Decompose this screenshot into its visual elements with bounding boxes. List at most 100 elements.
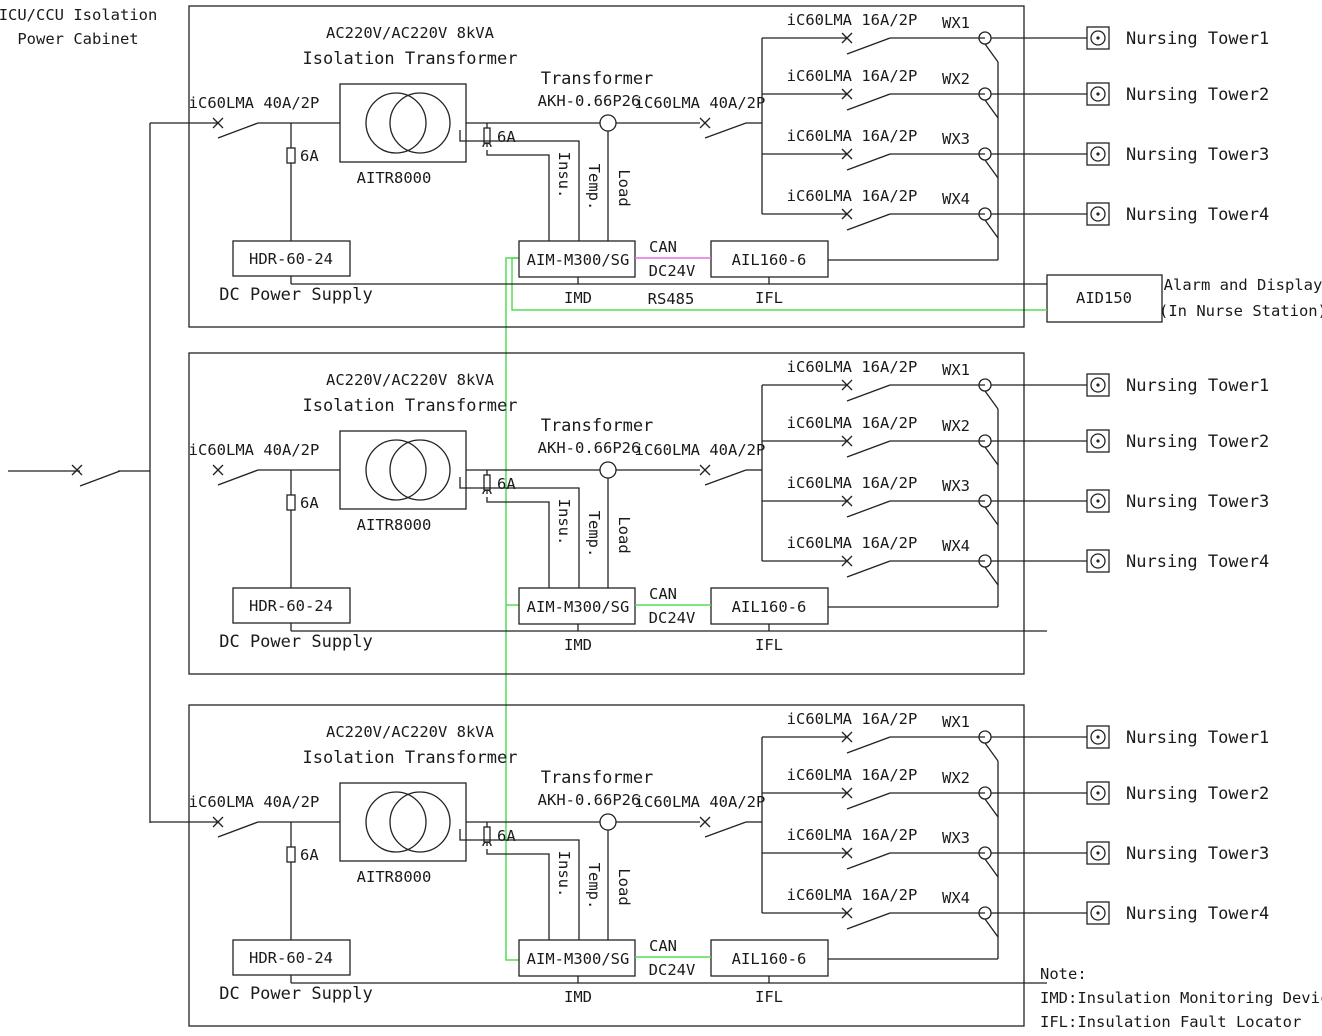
note-title: Note: — [1040, 965, 1087, 983]
socket-dot-icon — [1096, 791, 1100, 795]
branch-breaker-switch — [846, 37, 891, 55]
branch-breaker-switch — [846, 912, 891, 930]
branch-label: WX3 — [942, 130, 970, 148]
branch-breaker-switch — [846, 500, 891, 518]
branch-breaker-cross — [841, 379, 853, 391]
imd-fuse-crossover — [482, 489, 492, 495]
psu-fuse — [286, 846, 296, 863]
psu-model: HDR-60-24 — [249, 597, 333, 615]
branch-breaker-cross — [841, 731, 853, 743]
imd-label: IMD — [564, 988, 592, 1006]
ct-model: AKH-0.66P26 — [538, 791, 641, 809]
main-breaker-switch — [217, 821, 259, 838]
output-breaker-label: iC60LMA 40A/2P — [635, 441, 766, 459]
socket-dot-icon — [1096, 92, 1100, 96]
branch-breaker-label: iC60LMA 16A/2P — [787, 358, 918, 376]
imd-fuse-crossover — [482, 142, 492, 148]
branch-breaker-cross — [841, 435, 853, 447]
socket-dot-icon — [1096, 735, 1100, 739]
can-label: CAN — [649, 585, 677, 603]
temp-line — [459, 829, 580, 940]
socket-icon — [1090, 433, 1106, 449]
ifl-label: IFL — [755, 289, 783, 307]
alarm-display-model: AID150 — [1076, 289, 1132, 307]
insu-label: Insu. — [555, 851, 573, 898]
cabinet-title-line1: ICU/CCU Isolation — [0, 6, 157, 24]
incoming-breaker-symbol — [71, 464, 121, 487]
branch-breaker-switch — [846, 440, 891, 458]
alarm-display-label-line2: (In Nurse Station) — [1159, 302, 1322, 320]
branch-breaker-cross — [841, 847, 853, 859]
can-label: CAN — [649, 937, 677, 955]
ifl-sensor-lead — [984, 159, 999, 179]
output-breaker-label: iC60LMA 40A/2P — [635, 793, 766, 811]
nursing-tower-box — [1086, 901, 1110, 925]
transformer-primary-coil — [365, 791, 427, 853]
branch-breaker-switch — [846, 384, 891, 402]
psu-fuse-label: 6A — [300, 846, 319, 864]
transformer-secondary-coil — [389, 791, 451, 853]
socket-icon — [1090, 206, 1106, 222]
ifl-sensor-lead — [984, 219, 999, 239]
panels-group: iC60LMA 40A/2P 6A AC220V/AC220V 8kVA Isolat… — [150, 5, 1269, 1027]
main-breaker-switch — [217, 122, 259, 139]
branch-breaker-label: iC60LMA 16A/2P — [787, 534, 918, 552]
nursing-tower-box — [1086, 202, 1110, 226]
imd-box — [518, 939, 636, 977]
branch-label: WX4 — [942, 537, 970, 555]
psu-fuse-label: 6A — [300, 494, 319, 512]
branch-breaker-switch — [846, 153, 891, 171]
branch-breaker-cross — [841, 208, 853, 220]
socket-dot-icon — [1096, 911, 1100, 915]
branch-label: WX4 — [942, 190, 970, 208]
ifl-label: IFL — [755, 636, 783, 654]
transformer-model: AITR8000 — [357, 169, 432, 187]
transformer-name: Isolation Transformer — [303, 748, 518, 768]
branch-breaker-switch — [846, 560, 891, 578]
transformer-spec: AC220V/AC220V 8kVA — [326, 723, 495, 741]
socket-dot-icon — [1096, 212, 1100, 216]
temp-label: Temp. — [585, 164, 603, 211]
ct-model: AKH-0.66P26 — [538, 92, 641, 110]
psu-label: DC Power Supply — [219, 984, 373, 1004]
transformer-secondary-coil — [389, 439, 451, 501]
panel-3: iC60LMA 40A/2P 6A AC220V/AC220V 8kVA Isolat… — [150, 704, 1269, 1027]
transformer-primary-coil — [365, 439, 427, 501]
nursing-tower-label: Nursing Tower2 — [1126, 432, 1269, 452]
rs485-bus-trunk — [505, 257, 519, 961]
branch-breaker-cross — [841, 787, 853, 799]
main-breaker-label: iC60LMA 40A/2P — [189, 94, 320, 112]
transformer-name: Isolation Transformer — [303, 396, 518, 416]
output-breaker-cross — [699, 816, 711, 828]
branch-label: WX4 — [942, 889, 970, 907]
psu-label: DC Power Supply — [219, 285, 373, 305]
isolation-transformer-box — [339, 430, 467, 510]
main-breaker-switch — [217, 469, 259, 486]
branch-breaker-switch — [846, 792, 891, 810]
psu-fuse-label: 6A — [300, 147, 319, 165]
branch-breaker-label: iC60LMA 16A/2P — [787, 886, 918, 904]
nursing-tower-box — [1086, 82, 1110, 106]
ifl-sensor-lead — [984, 390, 999, 410]
dc24v-label: DC24V — [649, 262, 696, 280]
branch-breaker-cross — [841, 495, 853, 507]
output-breaker-switch — [704, 821, 747, 838]
nursing-tower-label: Nursing Tower1 — [1126, 728, 1269, 748]
socket-icon — [1090, 785, 1106, 801]
nursing-tower-box — [1086, 26, 1110, 50]
branch-label: WX2 — [942, 769, 970, 787]
branch-breaker-switch — [846, 736, 891, 754]
imd-fuse-label: 6A — [497, 827, 516, 845]
socket-dot-icon — [1096, 383, 1100, 387]
ifl-label: IFL — [755, 988, 783, 1006]
branch-label: WX1 — [942, 14, 970, 32]
socket-icon — [1090, 146, 1106, 162]
ifl-sensor-lead — [984, 43, 999, 63]
